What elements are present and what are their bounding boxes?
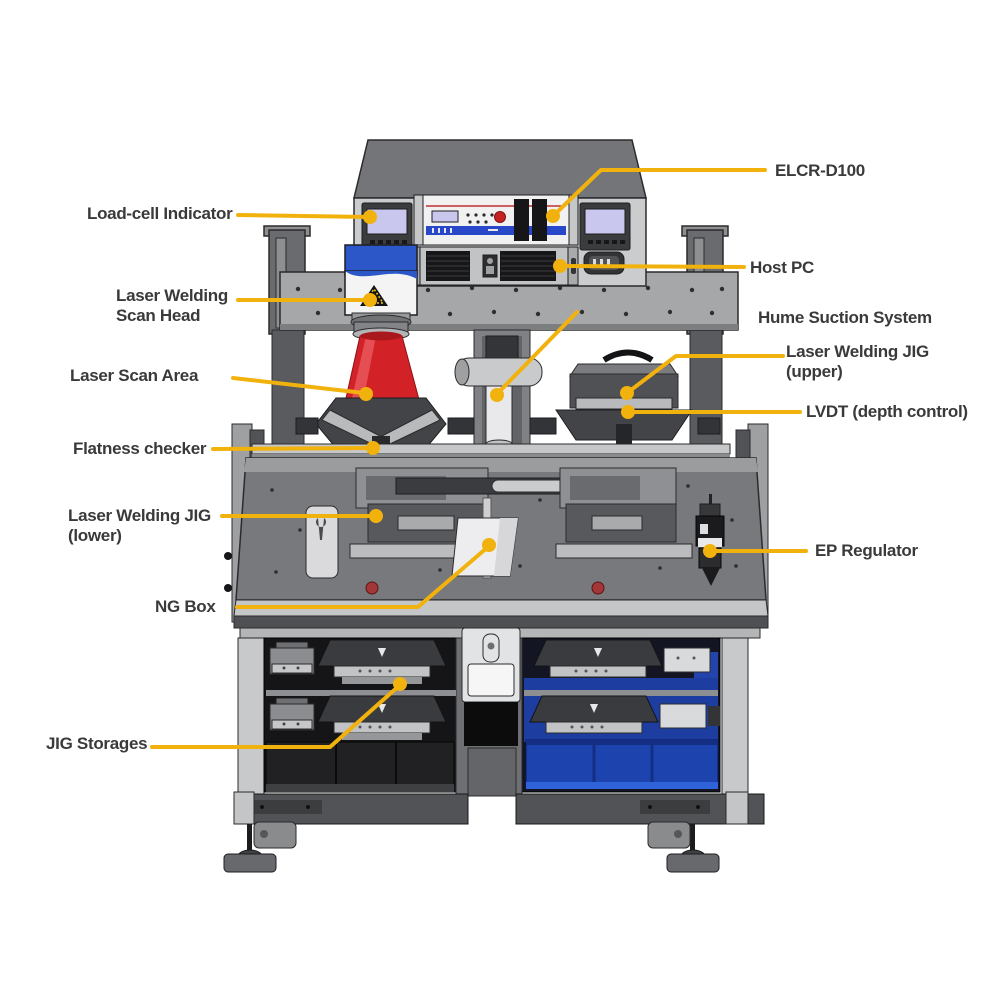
leader-load-cell (236, 213, 370, 219)
label-jig-upper-line2: (upper) (786, 362, 843, 381)
label-jig-storages: JIG Storages (46, 734, 148, 753)
right-connector-box (583, 251, 625, 275)
label-elcr-d100: ELCR-D100 (775, 161, 865, 180)
label-jig-lower-line2: (lower) (68, 526, 122, 545)
work-table (235, 457, 767, 601)
jig-storage-left (265, 639, 456, 792)
right-indicator-device (579, 202, 631, 251)
host-pc-device (409, 246, 579, 286)
leader-hume-suction (495, 310, 579, 396)
label-scan-head-line2: Scan Head (116, 306, 201, 325)
leader-lines (150, 168, 808, 749)
center-chute-panel (461, 627, 521, 797)
label-jig-upper-line1: Laser Welding JIG (786, 342, 929, 361)
label-laser-welding-scan-head: Laser Welding Scan Head (116, 286, 228, 326)
leader-elcr-d100 (551, 168, 767, 218)
label-flatness-checker: Flatness checker (73, 439, 207, 458)
leader-host-pc (560, 264, 746, 269)
label-ep-regulator: EP Regulator (815, 541, 918, 560)
ep-regulator-device (695, 494, 725, 586)
clamp-parts (295, 417, 721, 435)
label-jig-lower-line1: Laser Welding JIG (68, 506, 211, 525)
leader-flatness (211, 446, 373, 451)
label-host-pc: Host PC (750, 258, 815, 277)
machine-base (233, 791, 765, 825)
jig-upper-device (555, 349, 693, 456)
leader-scan-area (231, 376, 366, 395)
label-ng-box: NG Box (155, 597, 216, 616)
jig-storage-right (524, 639, 720, 789)
leader-jig-storages (150, 683, 402, 749)
label-laser-welding-jig-upper: Laser Welding JIG (upper) (786, 342, 929, 382)
label-hume-suction-system: Hume Suction System (758, 308, 932, 327)
flatness-checker-rail (251, 443, 731, 458)
label-lvdt: LVDT (depth control) (806, 402, 968, 421)
leader-ng-box (235, 544, 491, 609)
table-front (233, 599, 769, 629)
elcr-d100-device (413, 194, 579, 246)
label-load-cell-indicator: Load-cell Indicator (87, 204, 233, 223)
leader-jig-upper (625, 354, 785, 395)
label-laser-welding-jig-lower: Laser Welding JIG (lower) (68, 506, 211, 546)
machine-feet (223, 821, 720, 873)
label-scan-head-line1: Laser Welding (116, 286, 228, 305)
leader-dots (359, 209, 717, 691)
label-laser-scan-area: Laser Scan Area (70, 366, 199, 385)
laser-cone (343, 331, 422, 408)
suction-assembly (454, 329, 543, 457)
scan-head-device (344, 244, 418, 341)
